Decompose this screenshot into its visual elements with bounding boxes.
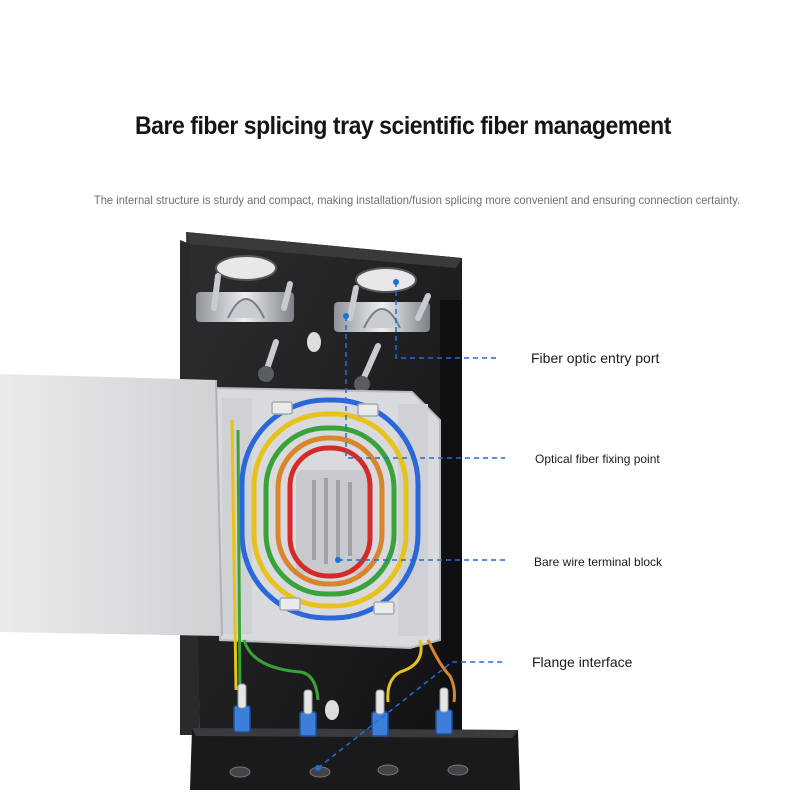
box-lid xyxy=(0,374,223,637)
callout-fixing-point: Optical fiber fixing point xyxy=(535,452,660,466)
leader-fixing-point xyxy=(345,316,505,459)
callout-terminal-block: Bare wire terminal block xyxy=(534,555,663,569)
page-subtitle: The internal structure is sturdy and com… xyxy=(93,193,741,207)
flange-ports xyxy=(229,764,469,778)
callout-leaders xyxy=(317,282,505,769)
leader-entry-port xyxy=(395,282,500,359)
pigtail-fibers xyxy=(230,419,456,703)
sc-connector-icon xyxy=(233,683,453,737)
cable-gland-icon xyxy=(196,292,430,332)
callout-flange-interface: Flange interface xyxy=(532,654,633,670)
page-title: Bare fiber splicing tray scientific fibe… xyxy=(135,112,671,140)
leader-flange xyxy=(317,661,505,769)
fiber-coils xyxy=(239,397,421,621)
callout-entry-port: Fiber optic entry port xyxy=(531,350,660,366)
front-panel xyxy=(190,728,520,790)
terminal-block xyxy=(296,470,368,574)
cable-entry-holes xyxy=(215,255,417,293)
